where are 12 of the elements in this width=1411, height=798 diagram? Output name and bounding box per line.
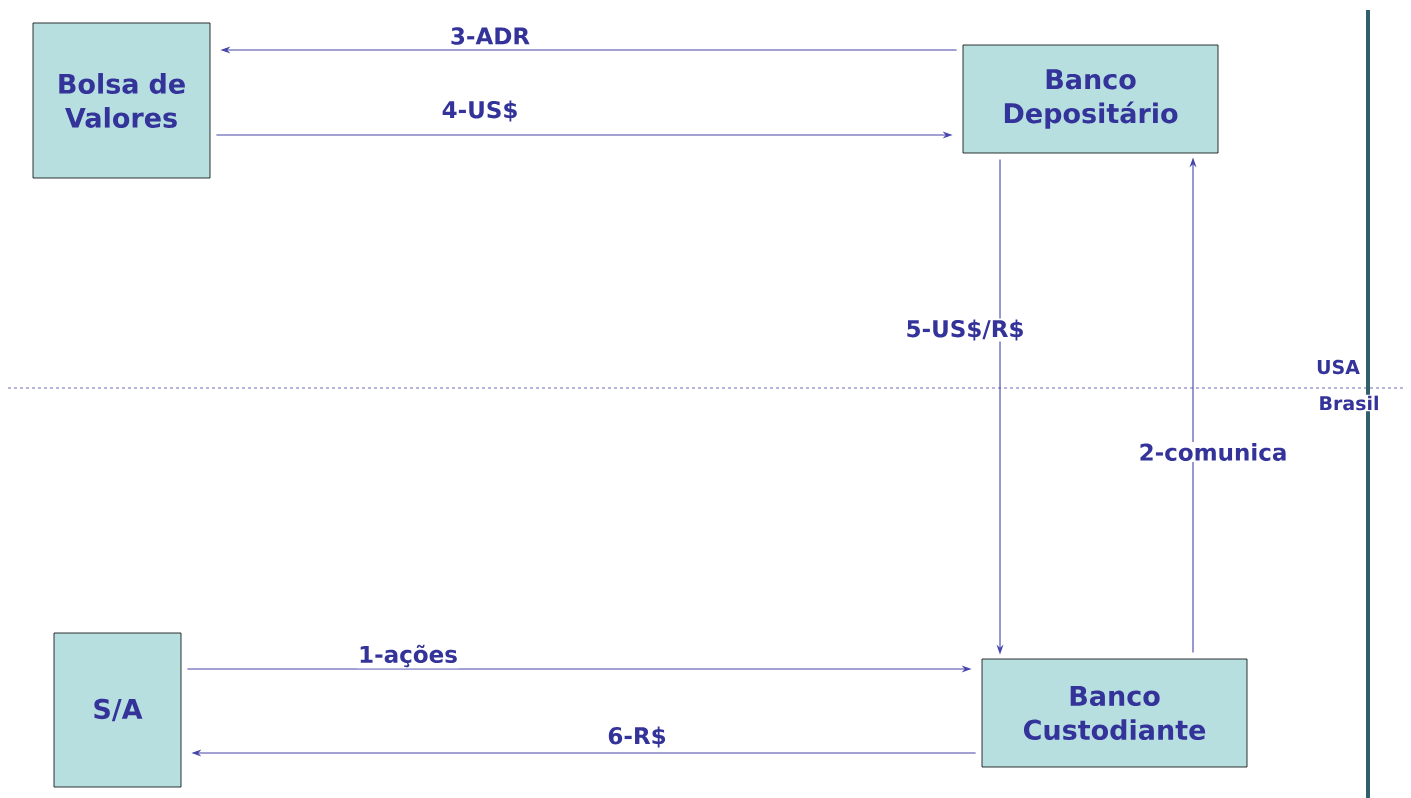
region-label: Brasil bbox=[1317, 394, 1381, 412]
process-box: Bolsa de Valores bbox=[32, 22, 211, 179]
edge-label: 4-US$ bbox=[440, 99, 520, 123]
process-box: Banco Depositário bbox=[962, 44, 1219, 154]
process-box: S/A bbox=[53, 632, 182, 788]
process-box: Banco Custodiante bbox=[981, 658, 1248, 768]
edge-label: 2-comunica bbox=[1137, 442, 1289, 462]
edge-label: 6-R$ bbox=[606, 725, 668, 749]
edge-label: 5-US$/R$ bbox=[904, 318, 1026, 342]
edge-label: 3-ADR bbox=[448, 26, 532, 46]
region-label: USA bbox=[1315, 358, 1361, 376]
edge-label: 1-ações bbox=[357, 643, 459, 669]
